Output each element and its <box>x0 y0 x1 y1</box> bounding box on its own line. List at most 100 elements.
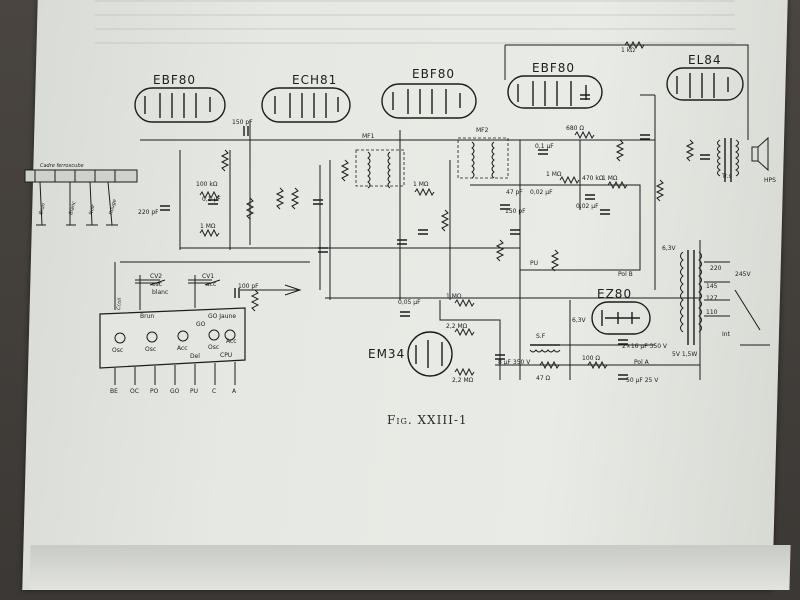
wire-label: GO Jaune <box>208 313 236 320</box>
rails <box>114 44 749 380</box>
ferrite-antenna <box>24 169 138 226</box>
cap-label: 0,02 µF <box>530 189 553 196</box>
cap-label: 0,1 µF <box>535 143 554 150</box>
res-label: 1 MΩ <box>413 181 429 188</box>
tap-label: 245V <box>735 271 751 278</box>
tube-v5-label: EL84 <box>688 53 722 67</box>
antenna-title: Cadre ferroxcube <box>40 163 84 169</box>
heater-label: 6,3V <box>662 245 677 252</box>
terminal-label: GO <box>170 388 180 395</box>
lamp-label: 5V 1,5W <box>672 351 697 358</box>
cap-label: 150 pF <box>505 208 526 215</box>
pu-label: PU <box>530 260 538 267</box>
pos-label: Acc <box>177 345 188 352</box>
res-label: 47 Ω <box>536 375 551 382</box>
terminal-label: PU <box>190 388 198 395</box>
cap-label: 50 µF 25 V <box>626 377 659 384</box>
cv2-sub: osc <box>152 281 162 288</box>
coil-if2 <box>457 137 509 179</box>
tube-v4 <box>507 75 603 109</box>
terminal-label: C <box>212 388 216 395</box>
tube-v2-label: ECH81 <box>292 73 337 87</box>
tap-label: 127 <box>706 295 718 302</box>
cv2-label: CV2 <box>150 273 162 280</box>
filter-choke <box>529 344 561 353</box>
terminal-label: BE <box>110 388 118 395</box>
tube-v5 <box>666 67 744 101</box>
cap-label: 0,1 µF <box>202 196 221 203</box>
if1-label: MF1 <box>362 133 375 140</box>
tube-v4-label: EBF80 <box>532 61 575 75</box>
cap-label: 0,02 µF <box>576 203 599 210</box>
component-labels: 150 pF 220 pF 100 kΩ 1 MΩ 0,1 µF MF1 MF2… <box>116 47 776 384</box>
cv1-label: CV1 <box>202 273 214 280</box>
tube-v7-label: EM34 <box>368 347 405 361</box>
if2-label: MF2 <box>476 127 489 134</box>
res-label: 470 kΩ <box>582 175 604 182</box>
tube-v3-label: EBF80 <box>412 67 455 81</box>
tap-label: 145 <box>706 283 718 290</box>
res-label: 1 MΩ <box>546 171 562 178</box>
cap-label: 2×16 µF 350 V <box>622 343 668 350</box>
tube-v6 <box>591 301 651 335</box>
pos-label: Osc <box>112 347 123 354</box>
rect-heater-label: 6,3V <box>572 317 587 324</box>
switch-label: Int <box>722 331 731 338</box>
wire-label: Brun <box>140 313 154 320</box>
output-transformer <box>717 138 739 182</box>
res-label: 2,2 MΩ <box>452 377 474 384</box>
figure-caption: Fig. XXIII-1 <box>387 413 468 427</box>
res-label: 1 MΩ <box>602 175 618 182</box>
res-label: 2,2 MΩ <box>446 323 468 330</box>
res-label: 680 Ω <box>566 125 584 132</box>
mains-transformer <box>680 250 770 346</box>
res-label: 100 Ω <box>582 355 600 362</box>
wire-label: Brun <box>38 203 47 216</box>
output-label: Tr.s <box>721 173 732 180</box>
cv1-sub: acc <box>206 281 216 288</box>
resistors <box>199 40 695 377</box>
bleed-through-text <box>95 0 735 55</box>
extra-label: Del <box>190 353 200 360</box>
tube-v2 <box>261 87 351 123</box>
coil-pack-labels: Osc Osc Acc Osc Acc Del CPU GO BE OC PO … <box>110 321 237 395</box>
res-label: 1 MΩ <box>200 223 216 230</box>
res-label: 1 kΩ <box>621 47 635 54</box>
terminal-label: A <box>232 388 237 395</box>
cap-label: 100 pF <box>238 283 259 290</box>
antenna-labels: Cadre ferroxcube Brun Blanc Noir Rouge <box>38 163 118 216</box>
pos-label: Osc <box>145 346 156 353</box>
extra-label: GO <box>196 321 206 328</box>
pos-label: Acc <box>226 338 237 345</box>
terminal-label: OC <box>130 388 139 395</box>
coil-label: Ccoil <box>116 297 123 310</box>
coil-pack <box>99 275 302 385</box>
res-label: 1 MΩ <box>446 293 462 300</box>
tube-labels: EBF80 ECH81 EBF80 EBF80 EL84 EZ80 EM34 <box>153 53 722 361</box>
cv2-wire: blanc <box>152 289 168 296</box>
cap-label: 0,05 µF <box>398 299 421 306</box>
wire-label: Rouge <box>108 199 118 216</box>
tube-v1-label: EBF80 <box>153 73 196 87</box>
extra-label: CPU <box>220 352 232 359</box>
tube-v3 <box>381 83 477 119</box>
terminal-label: PO <box>150 388 159 395</box>
pol-label: Pol A <box>634 359 650 366</box>
cap-label: 47 pF <box>506 189 523 196</box>
polb-label: Pol B <box>618 271 633 278</box>
pos-label: Osc <box>208 344 219 351</box>
coil-if1 <box>355 149 405 189</box>
filter-label: S.F <box>536 333 546 340</box>
cap-label: 220 pF <box>138 209 159 216</box>
speaker-icon <box>751 136 769 172</box>
tube-v6-label: EZ80 <box>597 287 632 301</box>
wire-label: Blanc <box>68 200 77 215</box>
wire-label: Noir <box>88 203 97 215</box>
tube-v7 <box>407 331 453 377</box>
res-label: 100 kΩ <box>196 181 218 188</box>
tube-v1 <box>134 87 226 123</box>
cap-label: 150 pF <box>232 119 253 126</box>
speaker-label: HPS <box>764 177 776 184</box>
